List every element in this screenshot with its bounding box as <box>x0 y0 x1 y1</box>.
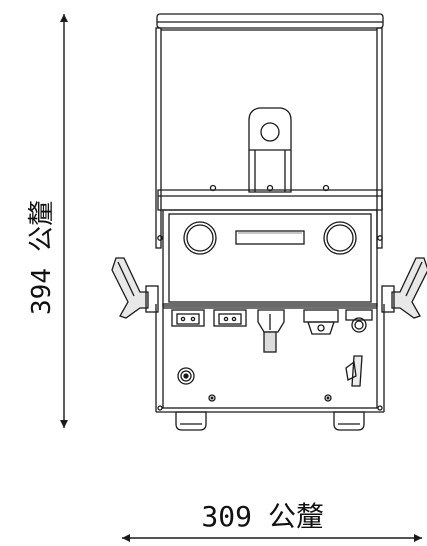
device-front-view <box>111 13 427 431</box>
safety-latch <box>345 355 363 387</box>
left-latch <box>111 257 159 319</box>
left-knob <box>183 221 217 255</box>
height-dimension: 394 公釐 <box>27 14 68 428</box>
width-dimension: 309 公釐 <box>122 500 422 542</box>
right-latch <box>381 257 427 319</box>
power-out-connector <box>303 309 339 335</box>
height-dimension-unit: 公釐 <box>27 200 57 252</box>
upper-body <box>157 184 383 307</box>
right-foot <box>333 411 365 431</box>
width-dimension-value: 309 <box>201 500 252 533</box>
width-dimension-unit: 公釐 <box>268 500 324 533</box>
xlr-connector-in <box>171 309 205 327</box>
screw <box>324 394 332 402</box>
height-dimension-value: 394 <box>27 268 57 315</box>
right-knob <box>323 221 357 255</box>
bottom-left-socket <box>177 367 195 385</box>
fuse-holder <box>345 309 373 333</box>
display-window <box>235 230 305 245</box>
bracket-hole <box>260 122 280 142</box>
screw <box>208 394 216 402</box>
xlr-connector-out <box>213 309 247 327</box>
power-in-connector <box>257 309 285 353</box>
mounting-bracket <box>248 107 292 193</box>
top-handle <box>155 13 384 249</box>
left-foot <box>175 411 207 431</box>
